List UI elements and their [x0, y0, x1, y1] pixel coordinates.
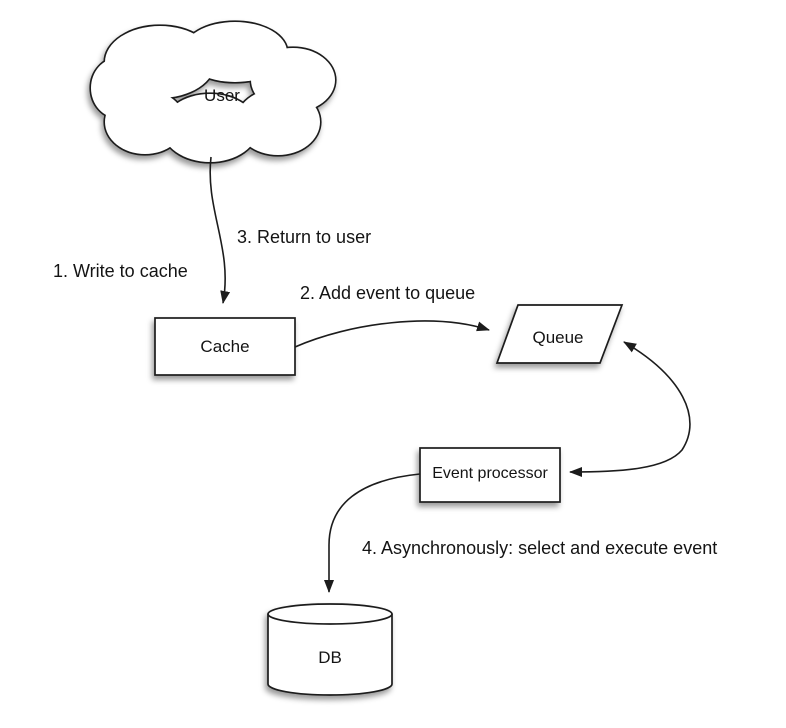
user-cloud-shape — [89, 20, 337, 164]
edge-label-asynchronously-execute: 4. Asynchronously: select and execute ev… — [362, 538, 717, 558]
cache-node-label: Cache — [200, 337, 249, 356]
event-processor-box — [419, 447, 561, 503]
user-node-label: User — [204, 86, 240, 105]
event-processor-node-label: Event processor — [432, 465, 548, 482]
db-cylinder-body — [267, 614, 393, 696]
edge-label-add-event-to-queue: 2. Add event to queue — [300, 283, 475, 303]
queue-node-label: Queue — [532, 328, 583, 347]
db-cylinder-top — [267, 603, 393, 625]
edge-label-return-to-user: 3. Return to user — [237, 227, 371, 247]
db-cylinder — [267, 603, 393, 696]
cache-box — [154, 317, 296, 376]
edge-cache-to-queue — [294, 320, 490, 348]
edge-queue-event-processor — [569, 341, 691, 477]
edge-user-to-cache — [209, 156, 231, 304]
db-node-label: DB — [318, 648, 342, 667]
edge-event-processor-to-db — [324, 473, 421, 593]
edge-label-write-to-cache: 1. Write to cache — [53, 261, 188, 281]
cloud-fill — [91, 22, 335, 162]
